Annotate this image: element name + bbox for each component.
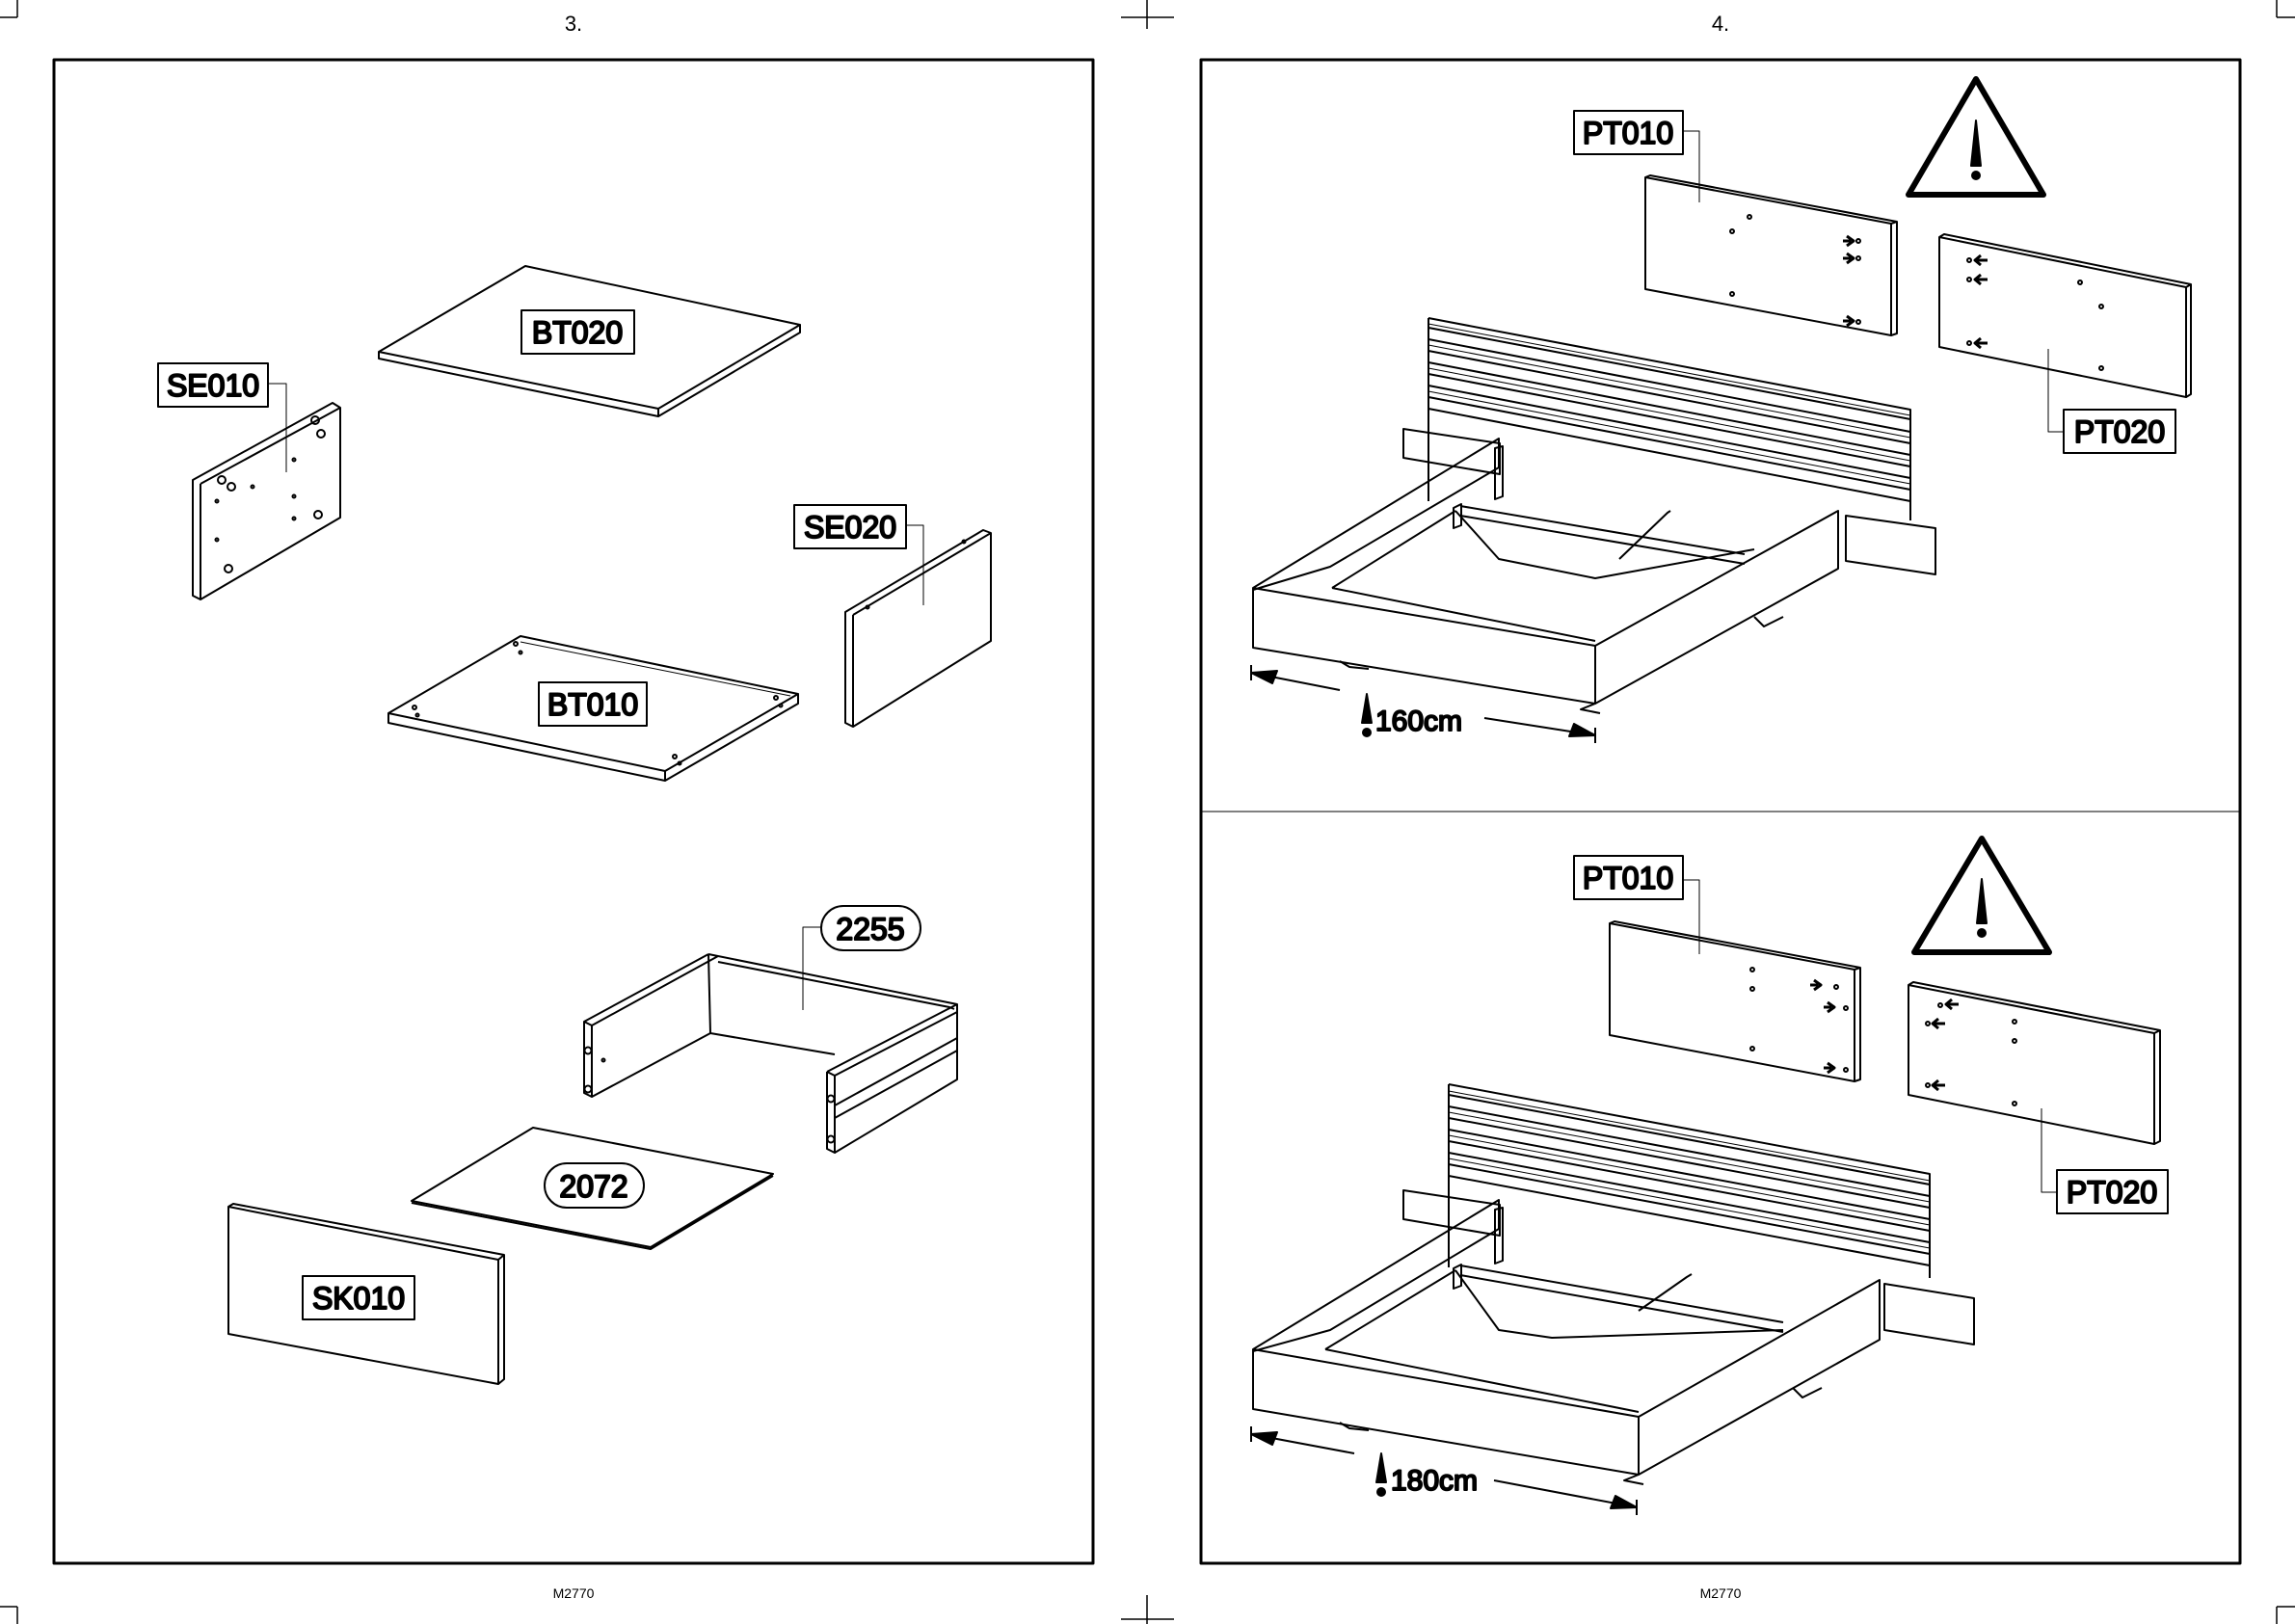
label-sk010: SK010 — [312, 1281, 405, 1316]
label-2255: 2255 — [836, 912, 904, 946]
label-bt010: BT010 — [547, 687, 638, 722]
label-se020: SE020 — [804, 510, 896, 545]
warning-icon-bottom — [1914, 839, 2049, 952]
label-2072: 2072 — [559, 1169, 627, 1204]
label-pt010-bottom: PT010 — [1583, 861, 1673, 895]
warning-icon-top — [1908, 79, 2043, 195]
label-se010: SE010 — [167, 368, 259, 403]
bed-160 — [1253, 318, 1935, 713]
label-pt020-top: PT020 — [2074, 414, 2165, 449]
label-pt020-bottom: PT020 — [2067, 1175, 2157, 1210]
width-label-180: 180cm — [1391, 1465, 1478, 1497]
label-pt010-top: PT010 — [1583, 116, 1673, 150]
frame-left — [54, 60, 1093, 1563]
width-label-160: 160cm — [1375, 706, 1462, 737]
label-bt020: BT020 — [532, 315, 623, 350]
bed-180 — [1253, 1084, 1974, 1484]
